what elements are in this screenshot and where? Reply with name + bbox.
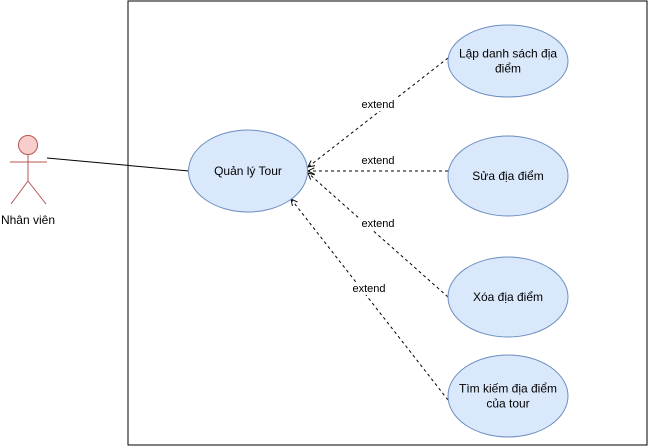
extend-label: extend <box>352 283 385 295</box>
use-case-label: Lập danh sách địa <box>459 47 557 61</box>
use-case-extension[interactable]: Sửa địa điểm <box>447 135 569 217</box>
extend-label-bg <box>351 282 387 295</box>
use-case-ellipse <box>447 256 569 338</box>
extend-label-bg <box>360 217 396 230</box>
extend-line <box>291 199 449 401</box>
use-case-label: Tìm kiếm địa điểm <box>459 382 557 396</box>
actor-right-leg <box>27 180 47 205</box>
actor-head <box>18 135 38 155</box>
actor-nhan-vien[interactable]: Nhân viên <box>1 135 55 228</box>
extend-label-bg <box>360 154 396 167</box>
use-case-quan-ly-tour[interactable]: Quản lý Tour <box>188 129 308 213</box>
use-case-ellipse <box>447 354 569 438</box>
extend-label: extend <box>361 155 394 167</box>
actor-label: Nhân viên <box>1 213 55 227</box>
use-case-ellipse <box>447 135 569 217</box>
association-line <box>46 157 190 172</box>
use-case-label: Sửa địa điểm <box>472 169 543 183</box>
use-case-label: của tour <box>486 397 529 411</box>
use-case-ellipse <box>447 24 569 98</box>
actor-left-leg <box>10 180 29 205</box>
extend-label: extend <box>361 218 394 230</box>
use-case-label: Xóa địa điểm <box>473 290 543 304</box>
use-case-extension[interactable]: Xóa địa điểm <box>447 256 569 338</box>
use-case-label: Quản lý Tour <box>214 164 282 178</box>
extend-line <box>308 173 449 298</box>
use-case-label: điểm <box>495 62 521 76</box>
extend-label: extend <box>361 99 394 111</box>
extend-label-bg <box>360 98 396 111</box>
use-case-ellipse <box>188 129 308 213</box>
